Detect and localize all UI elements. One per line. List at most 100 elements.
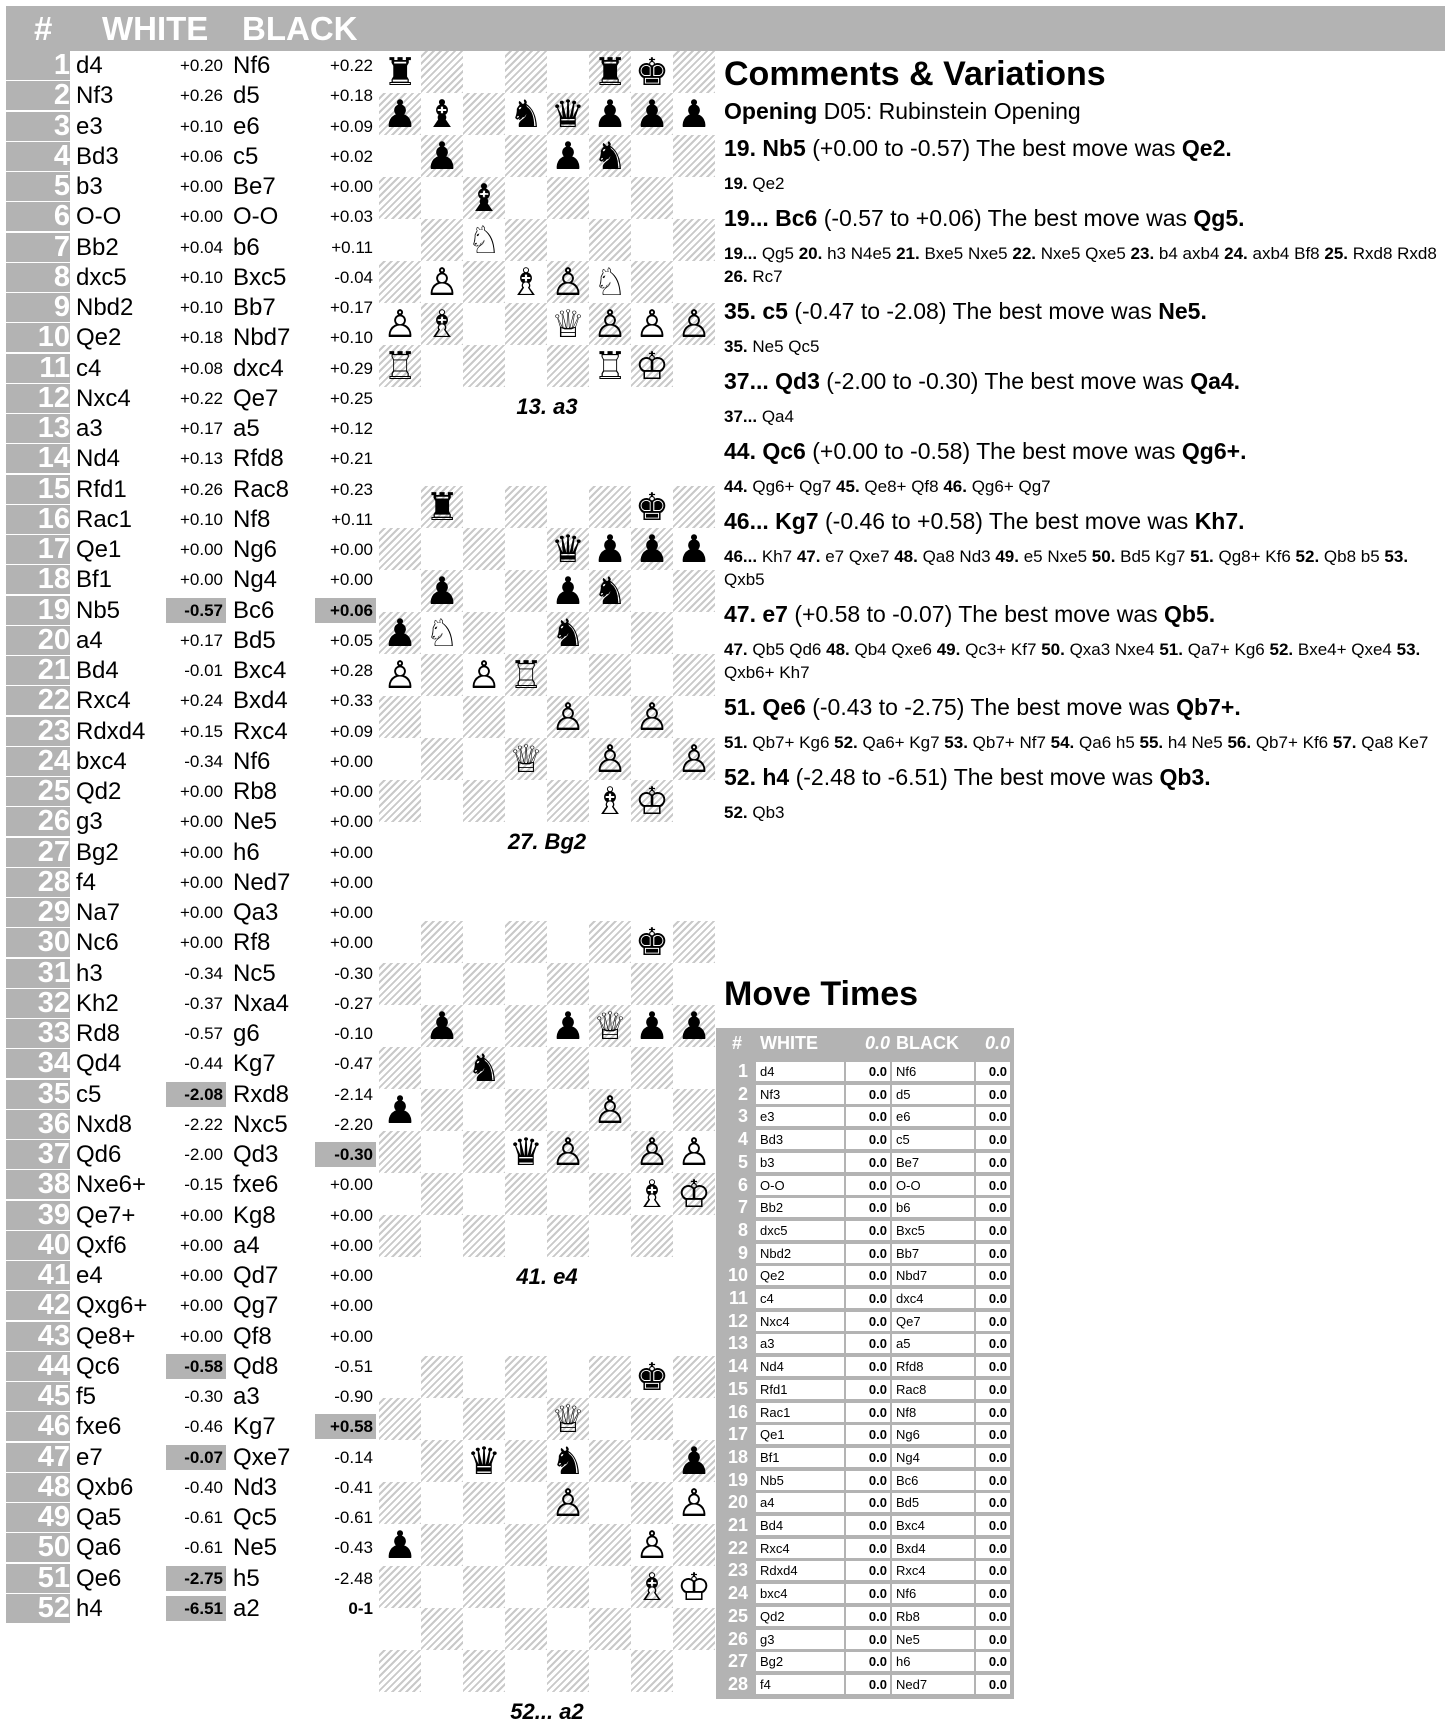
times-black-move: d5 bbox=[892, 1084, 974, 1104]
board-square bbox=[505, 1047, 547, 1089]
move-number: 13 bbox=[6, 414, 70, 443]
board-square bbox=[631, 570, 673, 612]
board-square bbox=[505, 921, 547, 963]
times-white-move: Nb5 bbox=[756, 1470, 844, 1490]
times-black-time: 0.0 bbox=[976, 1357, 1010, 1377]
white-eval: +0.00 bbox=[179, 782, 223, 801]
chess-piece: ♘ bbox=[424, 611, 460, 655]
variation-moves: Qa8 Ke7 bbox=[1361, 733, 1429, 752]
board-square bbox=[547, 1089, 589, 1131]
board-square bbox=[379, 528, 421, 570]
board-square bbox=[421, 219, 463, 261]
move-times-title: Move Times bbox=[724, 975, 919, 1013]
times-black-move: Bxc4 bbox=[892, 1516, 974, 1535]
white-move: O-O bbox=[76, 203, 122, 231]
black-eval: +0.00 bbox=[329, 1205, 373, 1225]
board-square bbox=[505, 219, 547, 261]
black-move: Rac8 bbox=[233, 475, 290, 503]
move-number: 5 bbox=[6, 172, 70, 201]
board-square bbox=[421, 51, 463, 93]
times-black-move: O-O bbox=[892, 1175, 974, 1195]
board-square bbox=[547, 1524, 589, 1566]
board-square bbox=[421, 1089, 463, 1131]
white-eval: -6.51 bbox=[166, 1595, 226, 1621]
chess-piece: ♕ bbox=[592, 1004, 628, 1048]
board-square bbox=[505, 1650, 547, 1692]
times-white-time: 0.0 bbox=[846, 1516, 890, 1535]
board-square bbox=[463, 261, 505, 303]
board-square bbox=[589, 1398, 631, 1440]
black-eval: +0.00 bbox=[329, 933, 373, 953]
white-eval: +0.08 bbox=[179, 358, 223, 378]
black-eval: +0.00 bbox=[329, 751, 373, 771]
board-square bbox=[673, 219, 715, 261]
white-move: dxc5 bbox=[76, 263, 127, 291]
times-black-time: 0.0 bbox=[976, 1538, 1010, 1558]
black-move: Ne5 bbox=[233, 1534, 278, 1562]
black-eval: +0.21 bbox=[329, 449, 373, 469]
board-square bbox=[631, 528, 673, 570]
variation-moves: Qxa3 Nxe4 bbox=[1069, 640, 1155, 659]
board-square bbox=[463, 1482, 505, 1524]
move-number: 45 bbox=[6, 1382, 70, 1411]
board-square bbox=[379, 219, 421, 261]
chess-piece: ♙ bbox=[424, 260, 460, 304]
black-eval: +0.09 bbox=[329, 116, 373, 136]
white-move: Na7 bbox=[76, 899, 121, 926]
board-square bbox=[379, 93, 421, 135]
black-move: Nxc5 bbox=[233, 1110, 288, 1138]
white-eval: +0.00 bbox=[179, 842, 223, 862]
chess-piece: ♕ bbox=[550, 1397, 586, 1441]
board-square bbox=[463, 696, 505, 738]
times-black-time: 0.0 bbox=[976, 1470, 1010, 1490]
board-square bbox=[379, 780, 421, 822]
move-number: 52 bbox=[6, 1593, 70, 1623]
times-white-move: e3 bbox=[756, 1107, 844, 1127]
white-move: Rfd1 bbox=[76, 475, 127, 503]
times-move-number: 13 bbox=[727, 1333, 748, 1354]
move-number: 9 bbox=[6, 293, 70, 322]
board-square bbox=[547, 93, 589, 135]
board-square bbox=[379, 1005, 421, 1047]
variation-line: 46... Kh7 47. e7 Qxe7 48. Qa8 Nd3 49. e5… bbox=[724, 545, 1444, 591]
white-eval: +0.04 bbox=[179, 237, 223, 257]
white-eval: -0.34 bbox=[184, 963, 223, 983]
times-white-time: 0.0 bbox=[846, 1425, 890, 1445]
times-black-time: 0.0 bbox=[976, 1402, 1010, 1422]
board-square bbox=[673, 1047, 715, 1089]
times-white-move: a3 bbox=[756, 1334, 844, 1354]
variation-move-number: 52. bbox=[834, 733, 858, 752]
white-eval: -0.37 bbox=[184, 993, 223, 1013]
chess-board: ♚♕♛♞♟♙♙♟♙♗♔ bbox=[379, 1356, 715, 1692]
move-number: 49 bbox=[6, 1503, 70, 1532]
variation-move-number: 22. bbox=[1012, 244, 1037, 263]
black-eval: -0.30 bbox=[315, 1142, 376, 1167]
variation-moves: Qxb6+ Kh7 bbox=[724, 663, 810, 682]
chess-piece: ♕ bbox=[550, 302, 586, 346]
times-black-move: Nbd7 bbox=[892, 1266, 974, 1286]
board-square bbox=[589, 51, 631, 93]
white-eval: +0.00 bbox=[179, 933, 223, 953]
chess-piece: ♙ bbox=[676, 302, 712, 346]
white-eval: +0.00 bbox=[179, 1235, 223, 1255]
white-move: Qxg6+ bbox=[76, 1292, 148, 1320]
chess-piece: ♗ bbox=[592, 779, 628, 823]
variation-move-number: 50. bbox=[1041, 640, 1065, 659]
board-caption: 52... a2 bbox=[510, 1699, 584, 1724]
board-square bbox=[547, 51, 589, 93]
board-square bbox=[673, 486, 715, 528]
moves-header: # WHITE BLACK bbox=[6, 6, 1445, 51]
board-square bbox=[547, 1047, 589, 1089]
comment-best-move: Kh7. bbox=[1194, 508, 1245, 534]
white-move: Qe6 bbox=[76, 1564, 122, 1592]
variation-move-number: 23. bbox=[1130, 244, 1155, 263]
times-white-move: Nd4 bbox=[756, 1357, 844, 1377]
black-move: dxc4 bbox=[233, 354, 284, 382]
